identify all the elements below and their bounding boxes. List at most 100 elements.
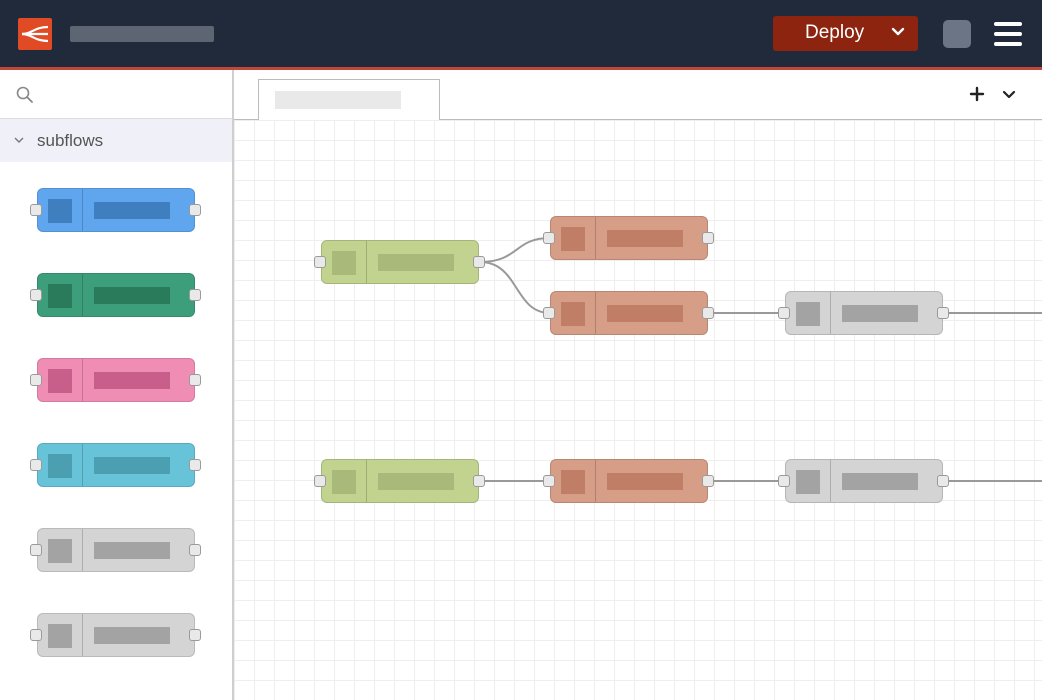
input-port[interactable] bbox=[778, 475, 790, 487]
palette-node[interactable] bbox=[37, 528, 195, 572]
flow-canvas[interactable] bbox=[234, 120, 1042, 700]
input-port[interactable] bbox=[30, 289, 42, 301]
node-label-placeholder bbox=[607, 473, 683, 490]
node-divider bbox=[830, 460, 831, 502]
add-tab-icon[interactable] bbox=[969, 86, 985, 102]
node-icon bbox=[48, 624, 72, 648]
input-port[interactable] bbox=[314, 475, 326, 487]
node-divider bbox=[595, 217, 596, 259]
workspace-tab-bar bbox=[234, 70, 1042, 120]
output-port[interactable] bbox=[473, 475, 485, 487]
app-logo-icon bbox=[18, 18, 52, 50]
node-divider bbox=[366, 241, 367, 283]
node-label-placeholder bbox=[94, 542, 170, 559]
flow-node[interactable] bbox=[550, 216, 708, 260]
output-port[interactable] bbox=[473, 256, 485, 268]
node-label-placeholder bbox=[94, 372, 170, 389]
wire bbox=[479, 237, 551, 263]
output-port[interactable] bbox=[702, 232, 714, 244]
chevron-down-icon[interactable] bbox=[1002, 88, 1016, 102]
node-label-placeholder bbox=[94, 202, 170, 219]
node-divider bbox=[595, 292, 596, 334]
deploy-button[interactable]: Deploy bbox=[773, 16, 918, 51]
output-port[interactable] bbox=[189, 544, 201, 556]
input-port[interactable] bbox=[30, 544, 42, 556]
flow-tab-label-placeholder bbox=[275, 91, 401, 109]
node-label-placeholder bbox=[607, 230, 683, 247]
input-port[interactable] bbox=[30, 374, 42, 386]
node-divider bbox=[82, 274, 83, 316]
node-icon bbox=[48, 369, 72, 393]
node-icon bbox=[561, 302, 585, 326]
node-icon bbox=[796, 470, 820, 494]
flow-node[interactable] bbox=[321, 240, 479, 284]
workspace bbox=[234, 70, 1042, 700]
flow-node[interactable] bbox=[550, 291, 708, 335]
chevron-down-icon bbox=[14, 137, 24, 143]
node-icon bbox=[332, 470, 356, 494]
palette-node[interactable] bbox=[37, 273, 195, 317]
input-port[interactable] bbox=[543, 232, 555, 244]
output-port[interactable] bbox=[702, 307, 714, 319]
palette-node[interactable] bbox=[37, 613, 195, 657]
output-port[interactable] bbox=[189, 204, 201, 216]
node-label-placeholder bbox=[378, 254, 454, 271]
node-icon bbox=[48, 199, 72, 223]
node-icon bbox=[561, 470, 585, 494]
main-menu-icon[interactable] bbox=[992, 20, 1024, 48]
node-divider bbox=[82, 189, 83, 231]
wire bbox=[479, 261, 551, 314]
chevron-down-icon[interactable] bbox=[891, 25, 905, 39]
flow-node[interactable] bbox=[321, 459, 479, 503]
output-port[interactable] bbox=[937, 475, 949, 487]
palette-node[interactable] bbox=[37, 443, 195, 487]
node-icon bbox=[48, 454, 72, 478]
output-port[interactable] bbox=[189, 629, 201, 641]
flow-tab[interactable] bbox=[258, 79, 440, 120]
node-divider bbox=[82, 444, 83, 486]
input-port[interactable] bbox=[543, 475, 555, 487]
node-divider bbox=[82, 529, 83, 571]
node-divider bbox=[595, 460, 596, 502]
output-port[interactable] bbox=[189, 459, 201, 471]
palette-node[interactable] bbox=[37, 188, 195, 232]
input-port[interactable] bbox=[314, 256, 326, 268]
output-port[interactable] bbox=[937, 307, 949, 319]
node-label-placeholder bbox=[378, 473, 454, 490]
input-port[interactable] bbox=[30, 204, 42, 216]
node-label-placeholder bbox=[607, 305, 683, 322]
output-port[interactable] bbox=[189, 374, 201, 386]
input-port[interactable] bbox=[30, 459, 42, 471]
node-divider bbox=[366, 460, 367, 502]
input-port[interactable] bbox=[543, 307, 555, 319]
palette-node[interactable] bbox=[37, 358, 195, 402]
flow-node[interactable] bbox=[785, 291, 943, 335]
node-icon bbox=[48, 284, 72, 308]
palette-category-label: subflows bbox=[37, 131, 104, 150]
node-label-placeholder bbox=[94, 287, 170, 304]
header-divider bbox=[0, 67, 1042, 70]
node-palette: subflows bbox=[0, 70, 234, 700]
node-label-placeholder bbox=[842, 305, 918, 322]
palette-search-input[interactable] bbox=[0, 70, 232, 119]
node-icon bbox=[332, 251, 356, 275]
output-port[interactable] bbox=[702, 475, 714, 487]
node-icon bbox=[48, 539, 72, 563]
node-divider bbox=[82, 359, 83, 401]
node-icon bbox=[561, 227, 585, 251]
node-label-placeholder bbox=[94, 457, 170, 474]
flow-node[interactable] bbox=[785, 459, 943, 503]
node-icon bbox=[796, 302, 820, 326]
flow-node[interactable] bbox=[550, 459, 708, 503]
app-header: Deploy bbox=[0, 0, 1042, 67]
input-port[interactable] bbox=[778, 307, 790, 319]
input-port[interactable] bbox=[30, 629, 42, 641]
app-title-placeholder bbox=[70, 26, 214, 42]
deploy-label: Deploy bbox=[805, 22, 865, 43]
output-port[interactable] bbox=[189, 289, 201, 301]
palette-category-header[interactable]: subflows bbox=[0, 119, 232, 162]
user-menu-button[interactable] bbox=[943, 20, 971, 48]
node-label-placeholder bbox=[94, 627, 170, 644]
node-label-placeholder bbox=[842, 473, 918, 490]
search-icon bbox=[16, 86, 33, 103]
